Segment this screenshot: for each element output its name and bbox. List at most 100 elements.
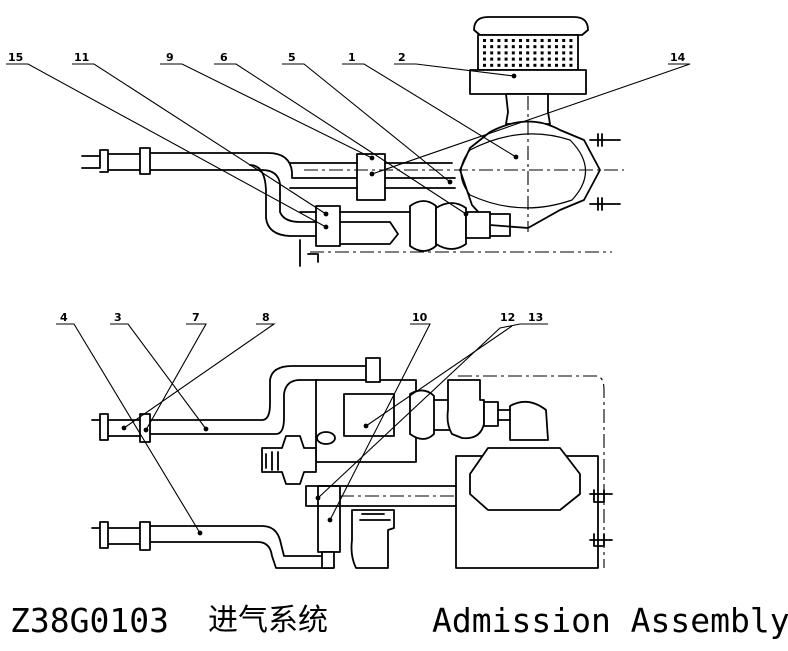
vertical-hose bbox=[350, 509, 395, 569]
mesh-dot bbox=[569, 63, 573, 67]
hose-foot bbox=[321, 551, 335, 569]
pulley-grooves bbox=[265, 451, 279, 471]
leader-5-dot bbox=[447, 179, 453, 185]
cyclone-plan bbox=[469, 447, 581, 511]
callout-14: 14 bbox=[670, 51, 686, 64]
rubber-connector bbox=[409, 200, 437, 252]
air-filter-cap bbox=[473, 16, 589, 36]
mesh-dot bbox=[483, 57, 486, 61]
mesh-dot bbox=[533, 51, 537, 55]
leader-4-dot bbox=[197, 530, 203, 536]
elbow-flange bbox=[483, 401, 499, 427]
callout-8: 8 bbox=[262, 311, 270, 324]
mesh-dot bbox=[519, 45, 522, 49]
mesh-dot bbox=[483, 39, 486, 42]
bolt-upper bbox=[589, 133, 621, 147]
callout-15: 15 bbox=[8, 51, 23, 64]
mesh-dot bbox=[569, 57, 573, 61]
mesh-dot bbox=[540, 45, 544, 49]
filter-neck-plan bbox=[365, 357, 381, 383]
mesh-dot bbox=[519, 63, 522, 67]
callout-4: 4 bbox=[60, 311, 68, 324]
connector-plan bbox=[409, 389, 435, 440]
callout-6: 6 bbox=[220, 51, 228, 64]
mesh-dot bbox=[497, 57, 501, 61]
mesh-dot bbox=[562, 45, 566, 49]
mesh-dot bbox=[533, 45, 537, 49]
clamp-pipe bbox=[299, 211, 411, 245]
leader-11 bbox=[72, 63, 327, 215]
drawing-caption: Z38G0103 进气系统 Admission Assembly bbox=[0, 598, 788, 644]
leader-9-dot bbox=[369, 155, 375, 161]
leader-4 bbox=[56, 323, 201, 534]
engine-outline bbox=[458, 375, 605, 568]
mesh-dot bbox=[555, 57, 558, 61]
mesh-dot bbox=[526, 39, 530, 42]
mesh-dot bbox=[555, 51, 558, 55]
leader-1-dot bbox=[513, 154, 519, 160]
leader-12-13-dot bbox=[315, 495, 321, 501]
mesh-dot bbox=[483, 51, 486, 55]
mesh-dot bbox=[497, 63, 501, 67]
callout-9: 9 bbox=[166, 51, 174, 64]
leader-3-dot bbox=[203, 426, 209, 432]
mesh-dot bbox=[526, 51, 530, 55]
cyclone-inner-ellipse bbox=[460, 133, 587, 209]
bracket-frame bbox=[289, 162, 456, 189]
filter-top-cover bbox=[343, 393, 395, 437]
mesh-dot bbox=[504, 51, 508, 55]
leader-5 bbox=[282, 63, 451, 183]
pulley bbox=[261, 435, 317, 485]
bolt-lower bbox=[589, 197, 621, 211]
mesh-dot bbox=[547, 51, 551, 55]
mesh-dot bbox=[511, 57, 515, 61]
mesh-dot bbox=[562, 51, 566, 55]
leader-15 bbox=[6, 63, 327, 228]
mesh-dot bbox=[490, 51, 494, 55]
mesh-dot bbox=[511, 39, 515, 42]
mesh-dot bbox=[504, 45, 508, 49]
leader-7-dot bbox=[143, 427, 149, 433]
mesh-dot bbox=[540, 57, 544, 61]
leader-14-dot bbox=[369, 171, 375, 177]
callout-7: 7 bbox=[192, 311, 200, 324]
mesh-dot bbox=[483, 45, 486, 49]
mesh-dot bbox=[490, 57, 494, 61]
mesh-dot bbox=[547, 57, 551, 61]
admission-assembly-drawing: 15 11 9 6 5 1 2 14 4 3 7 8 10 12 13 bbox=[6, 16, 691, 569]
mesh-dot bbox=[511, 51, 515, 55]
leader-10 bbox=[329, 323, 431, 521]
mesh-dot bbox=[483, 63, 486, 67]
leader-7 bbox=[145, 323, 207, 431]
mesh-dot bbox=[555, 63, 558, 67]
mesh-dot bbox=[562, 39, 566, 42]
mesh-dot bbox=[519, 51, 522, 55]
mesh-dot bbox=[547, 45, 551, 49]
leader-lines bbox=[6, 63, 691, 536]
elbow-sleeve bbox=[509, 400, 549, 441]
pipe-lower-plan bbox=[91, 521, 333, 569]
mesh-dot bbox=[526, 63, 530, 67]
air-filter-mesh bbox=[483, 39, 573, 67]
bolt-plan-upper bbox=[589, 489, 613, 503]
mesh-dot bbox=[497, 45, 501, 49]
drawing-code: Z38G0103 bbox=[10, 601, 169, 640]
leader-10-dot bbox=[327, 517, 333, 523]
intake-pipe-lower bbox=[249, 164, 321, 237]
support-leg-left bbox=[299, 239, 319, 267]
side-view bbox=[81, 16, 624, 267]
mesh-dot bbox=[569, 51, 573, 55]
leader-12-dot bbox=[363, 423, 369, 429]
mesh-dot bbox=[562, 63, 566, 67]
mesh-dot bbox=[511, 63, 515, 67]
mesh-dot bbox=[555, 39, 558, 42]
mesh-dot bbox=[490, 63, 494, 67]
leader-12-13-to-10 bbox=[365, 325, 513, 427]
mesh-dot bbox=[547, 39, 551, 42]
leader-2 bbox=[394, 63, 515, 77]
leader-12-13 bbox=[317, 323, 548, 499]
mesh-dot bbox=[497, 39, 501, 42]
leader-15-dot bbox=[323, 224, 329, 230]
mesh-dot bbox=[519, 39, 522, 42]
leader-8-dot bbox=[121, 425, 127, 431]
